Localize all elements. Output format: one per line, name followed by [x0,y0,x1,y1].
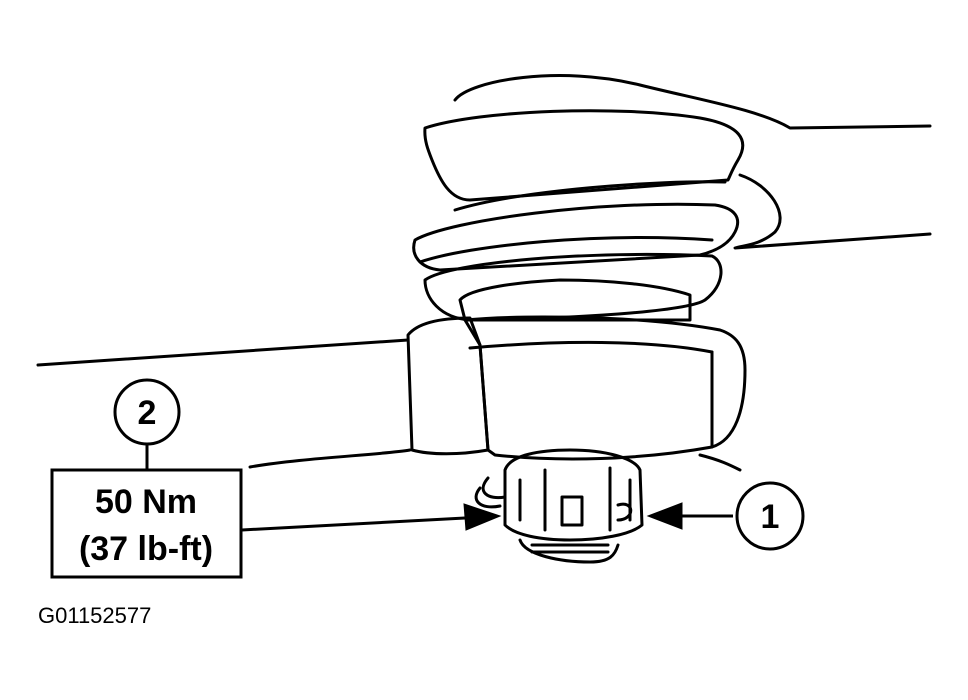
castle-nut [503,448,644,542]
cotter-pin [474,476,507,509]
tie-rod-end-illustration [36,74,932,564]
housing-front-face [463,315,747,461]
torque-imperial: (37 lb-ft) [79,530,213,568]
torque-leader-line [241,516,466,532]
threaded-stud [518,538,620,564]
callout-2-circle [113,378,181,446]
torque-metric: 50 Nm [95,483,197,521]
callout-1-number: 1 [761,498,780,536]
boot-ring-2 [418,236,714,264]
cotter-pin-tail [616,502,633,522]
callout-1-arrowhead [646,502,683,530]
callout-2: 2 [113,378,181,446]
boot-neck [458,278,692,322]
boot-cap [423,109,745,202]
boot-cap-inner [453,180,727,212]
torque-spec-box: 50 Nm (37 lb-ft) [50,468,243,579]
nut-center-slot [560,495,584,527]
torque-box-frame [50,468,243,579]
figure-id: G01152577 [38,603,151,628]
torque-arrowhead [463,503,502,531]
upper-arm-lower-edge [733,173,932,250]
callout-1-circle [735,481,805,551]
callout-2-number: 2 [138,394,157,432]
housing-top-line [468,340,714,354]
upper-arm-outline [453,74,932,130]
boot-ring-1 [412,202,740,272]
boot-ring-3 [423,252,723,322]
lower-arm-edge [698,453,742,472]
tie-rod-upper-edge [36,338,410,367]
callout-1: 1 [735,481,805,551]
tie-rod-lower-edge [248,448,412,469]
